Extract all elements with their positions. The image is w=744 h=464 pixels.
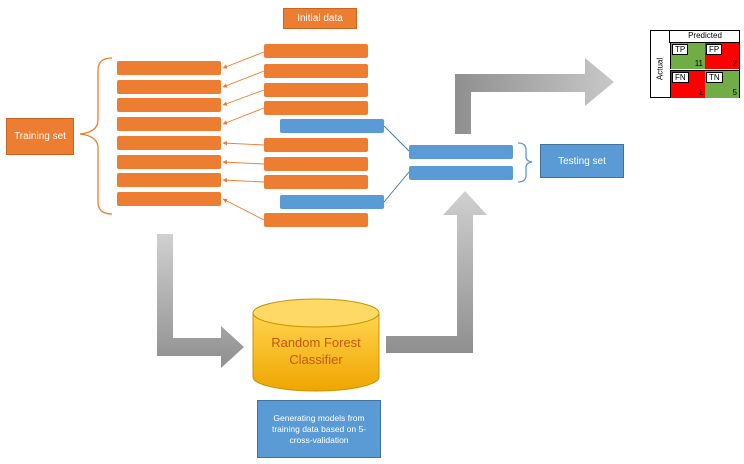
training-bar [117, 98, 221, 112]
cell-tn-value: 5 [732, 88, 737, 97]
classifier-label: Random Forest Classifier [253, 334, 379, 368]
training-set-bracket [79, 57, 113, 215]
classifier-label-line1: Random Forest [271, 335, 361, 350]
testing-bar [409, 166, 513, 180]
training-connectors [222, 51, 265, 221]
training-bar [117, 155, 221, 169]
confusion-matrix: Predicted Actual TP 11 FP 2 FN 1 TN 5 [650, 30, 740, 98]
generating-models-label: Generating models from training data bas… [257, 400, 381, 458]
classifier-label-line2: Classifier [289, 352, 343, 367]
initial-data-bar [264, 175, 368, 189]
initial-data-bar [264, 213, 368, 227]
initial-data-bars [264, 44, 384, 227]
initial-data-bar [264, 64, 368, 78]
actual-label: Actual [655, 57, 665, 81]
initial-data-bar-test [280, 195, 384, 209]
training-set-label: Training set [6, 118, 74, 155]
cell-fn-value: 1 [698, 88, 703, 97]
cell-fp-value: 2 [732, 59, 737, 68]
arrow-to-testing [386, 191, 487, 353]
testing-connectors [383, 125, 410, 203]
initial-data-bar [264, 44, 368, 58]
cell-fn-name: FN [672, 72, 689, 83]
testing-bar [409, 145, 513, 159]
arrow-to-classifier [157, 234, 244, 368]
testing-bars [409, 145, 513, 180]
initial-data-bar [264, 157, 368, 171]
classifier-cylinder [252, 298, 380, 392]
cell-tp: TP 11 [670, 43, 706, 69]
training-bar [117, 80, 221, 94]
training-bar [117, 192, 221, 206]
cell-tp-value: 11 [694, 59, 703, 68]
initial-data-label: Initial data [283, 8, 357, 29]
training-bar [117, 136, 221, 150]
testing-set-bracket [517, 142, 533, 183]
cell-tn-name: TN [706, 72, 723, 83]
training-bar [117, 117, 221, 131]
cell-fp-name: FP [706, 44, 723, 55]
arrow-to-results [455, 58, 614, 134]
cell-fn: FN 1 [670, 70, 706, 98]
initial-data-bar [264, 101, 368, 115]
cell-tp-name: TP [672, 44, 689, 55]
predicted-label: Predicted [669, 31, 740, 43]
cell-fp: FP 2 [705, 43, 739, 69]
cell-tn: TN 5 [705, 70, 739, 98]
training-bar [117, 61, 221, 75]
training-bar [117, 173, 221, 187]
initial-data-bar [264, 83, 368, 97]
training-bars [117, 61, 221, 206]
initial-data-bar [264, 138, 368, 152]
initial-data-bar-test [280, 119, 384, 133]
testing-set-label: Testing set [540, 144, 624, 178]
